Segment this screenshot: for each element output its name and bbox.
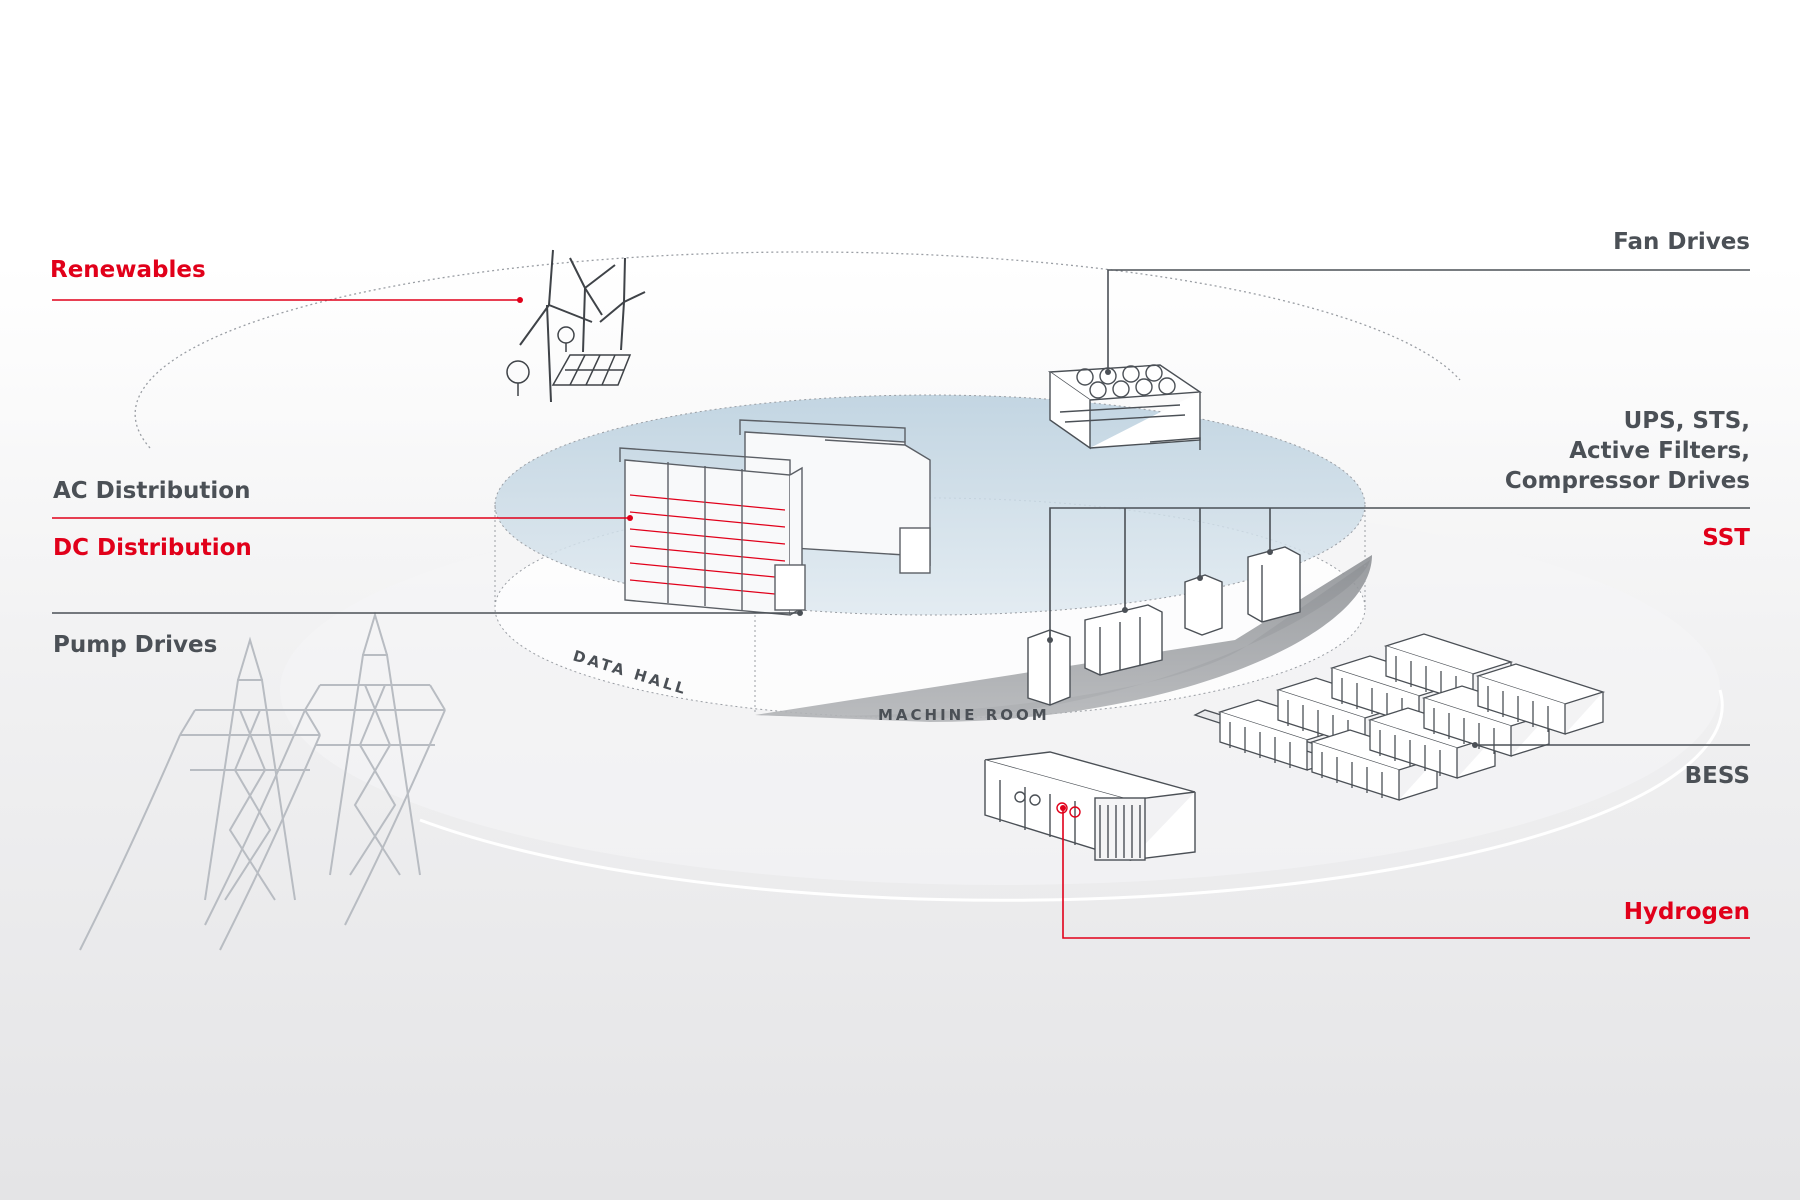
server-rack-icon bbox=[619, 419, 931, 616]
ac-distribution-label: AC Distribution bbox=[53, 478, 251, 504]
sst-label: SST bbox=[1702, 525, 1750, 551]
fan-drives-leader bbox=[1107, 269, 1750, 372]
leader-lines bbox=[52, 269, 1750, 939]
machine-room-label: MACHINE ROOM bbox=[878, 706, 1050, 724]
wind-turbine-icon bbox=[519, 249, 646, 403]
ups-leader bbox=[1049, 507, 1750, 640]
cooling-unit-icon bbox=[1047, 364, 1203, 450]
ups-label-line1: UPS, STS, bbox=[1623, 408, 1750, 434]
solar-panel-icon bbox=[551, 354, 632, 386]
ups-label-line2: Active Filters, bbox=[1569, 438, 1750, 464]
renewables-cluster bbox=[506, 249, 646, 403]
tree-icon bbox=[506, 326, 575, 396]
pump-drives-label: Pump Drives bbox=[53, 632, 218, 658]
hydrogen-label: Hydrogen bbox=[1623, 899, 1750, 925]
fan-drives-label: Fan Drives bbox=[1613, 229, 1750, 255]
ups-label-line3: Compressor Drives bbox=[1504, 468, 1750, 494]
electrolyzer-icon bbox=[984, 751, 1196, 861]
battery-container-icon bbox=[1193, 633, 1604, 801]
transmission-tower-icon bbox=[79, 611, 446, 951]
bess-label: BESS bbox=[1684, 763, 1750, 789]
renewables-label: Renewables bbox=[50, 257, 206, 283]
dc-distribution-label: DC Distribution bbox=[53, 535, 252, 561]
cabinet-icon bbox=[1027, 546, 1301, 706]
hydrogen-leader bbox=[1062, 808, 1750, 939]
